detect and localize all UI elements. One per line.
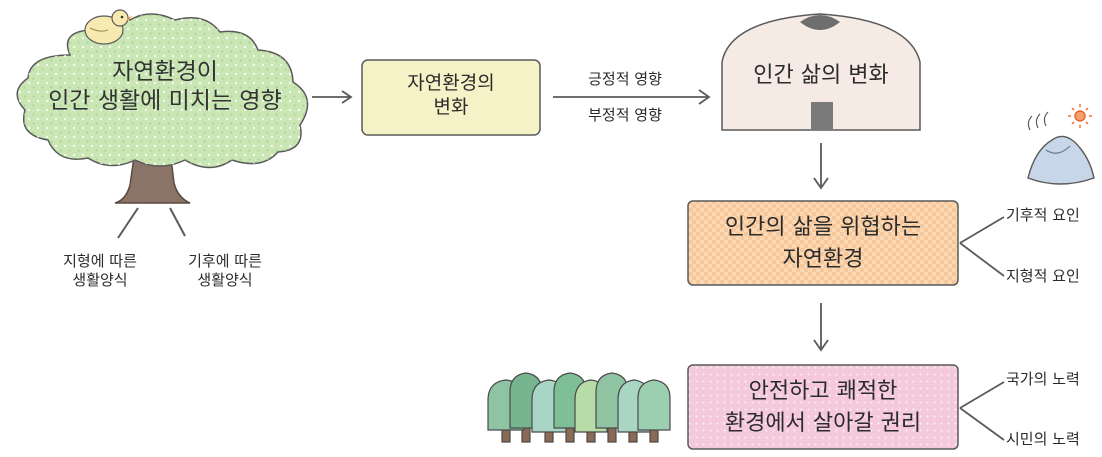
forest-icon (487, 372, 671, 443)
change-box-line1: 자연환경의 (407, 72, 495, 94)
bird-icon (84, 9, 133, 45)
rights-branches (959, 381, 1005, 441)
root-right (169, 207, 186, 237)
tree-title: 자연환경이 인간 생활에 미치는 영향 (20, 58, 310, 116)
arrow-house-to-threat (813, 143, 829, 190)
threat-box-line1: 인간의 삶을 위협하는 (724, 215, 922, 240)
rights-box-label: 안전하고 쾌적한 환경에서 살아갈 권리 (688, 376, 958, 440)
house-icon (721, 13, 921, 131)
sun-icon (1068, 104, 1092, 128)
arrow-change-to-house (553, 89, 711, 105)
tree-title-line1: 자연환경이 (112, 59, 218, 85)
house-label: 인간 삶의 변화 (753, 63, 889, 88)
change-box-line2: 변화 (433, 95, 469, 118)
arrow-tree-to-change (312, 90, 353, 104)
change-box-label: 자연환경의 변화 (362, 72, 540, 120)
threat-box-shape (687, 200, 959, 286)
effort-state-label: 국가의 노력 (1006, 370, 1080, 388)
threat-branches (959, 216, 1005, 277)
root-left-label: 지형에 따른 생활양식 (40, 252, 160, 290)
change-box-shape (361, 59, 541, 136)
factor-terrain-label: 지형적 요인 (1006, 267, 1080, 285)
threat-box-label: 인간의 삶을 위협하는 자연환경 (688, 212, 958, 276)
root-left-line1: 지형에 따른 (63, 252, 137, 270)
tree-title-line2: 인간 생활에 미치는 영향 (48, 87, 282, 114)
effort-citizen-label: 시민의 노력 (1006, 430, 1080, 448)
root-right-label: 기후에 따른 생활양식 (165, 252, 285, 290)
rights-box-shape (687, 364, 959, 450)
root-left-line2: 생활양식 (72, 270, 128, 289)
threat-box-line2: 자연환경 (782, 246, 864, 272)
factor-climate-label: 기후적 요인 (1006, 206, 1080, 224)
negative-effect-label: 부정적 영향 (588, 106, 662, 124)
root-left (117, 207, 139, 239)
mountain-icon (1027, 111, 1095, 185)
rights-box-line1: 안전하고 쾌적한 (748, 379, 898, 404)
root-right-line2: 생활양식 (197, 270, 253, 289)
rights-box-line2: 환경에서 살아갈 권리 (724, 410, 922, 436)
positive-effect-label: 긍정적 영향 (588, 70, 662, 88)
root-right-line1: 기후에 따른 (188, 252, 262, 270)
arrow-threat-to-rights (813, 303, 829, 352)
